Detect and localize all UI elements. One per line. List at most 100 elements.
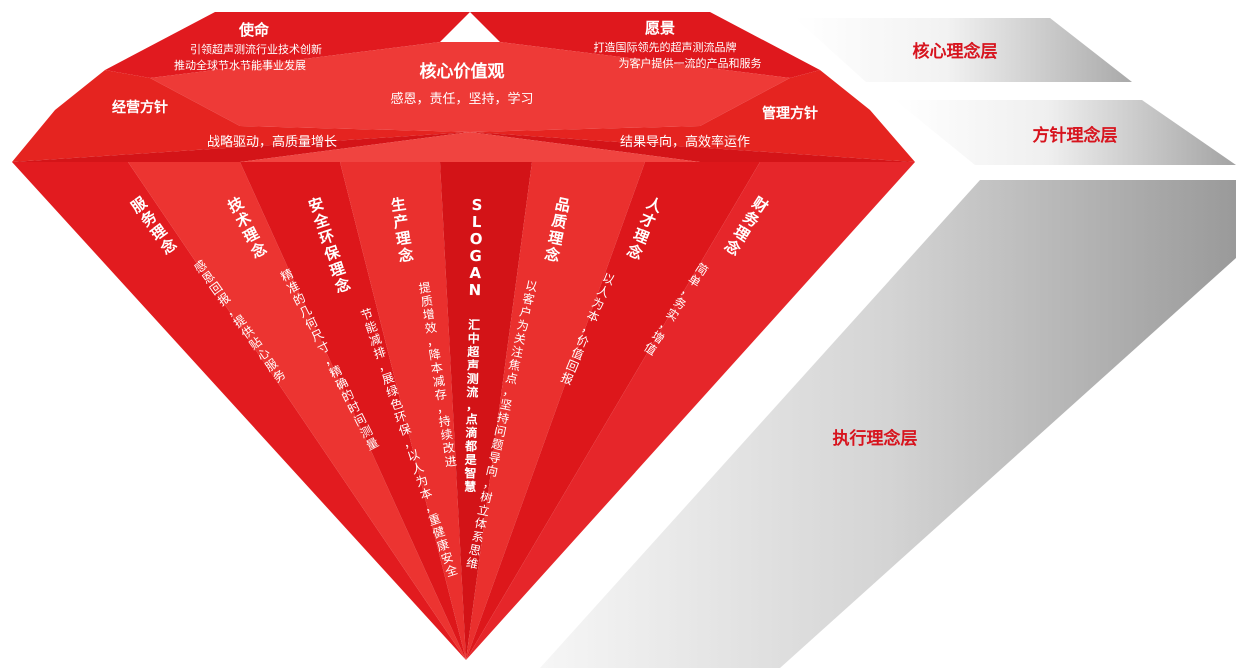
- crown-girdle-left: [12, 132, 470, 162]
- pavilion-text-char: ，: [436, 400, 450, 416]
- pavilion-text-char: 维: [465, 555, 480, 571]
- pavilion-title-char: L: [472, 213, 482, 231]
- pavilion-text-char: 增: [422, 307, 436, 323]
- pavilion-text-char: 寸: [315, 339, 332, 357]
- pavilion-text-char: 点: [504, 371, 519, 387]
- pavilion-sector-1: [12, 162, 466, 660]
- pavilion-text-char: 智: [463, 465, 476, 480]
- pavilion-title-char: 品: [554, 195, 572, 216]
- pavilion-text-char: 尺: [309, 327, 326, 345]
- core-values-text: 感恩，责任，坚持，学习: [390, 91, 533, 107]
- core-layer-label: 核心理念层: [913, 41, 998, 62]
- pavilion-text-char: 减: [432, 374, 446, 390]
- crown-facet-table: [150, 42, 790, 132]
- pavilion-text-char: 为: [590, 295, 606, 313]
- pavilion-title-char: 保: [321, 242, 343, 264]
- pavilion-text-char: 减: [368, 332, 384, 349]
- pavilion-title-char: O: [469, 230, 482, 248]
- pavilion-text-char: 思: [468, 542, 483, 558]
- pavilion-text-char: 保: [397, 421, 413, 438]
- pavilion-text-char: 超: [466, 344, 480, 359]
- pavilion-text-char: 为: [515, 318, 530, 334]
- pavilion-text-char: 改: [442, 440, 456, 456]
- pavilion-text-char: ，: [501, 384, 516, 400]
- pavilion-text-char: 立: [476, 502, 491, 519]
- pavilion-text-char: 测: [358, 423, 375, 441]
- pavilion-text-char: ，: [321, 351, 338, 369]
- pavilion-text-char: 本: [585, 308, 601, 326]
- pavilion-text-char: 本: [418, 486, 434, 503]
- pavilion-text-char: ，: [466, 399, 478, 413]
- pavilion-title-char: 产: [392, 212, 410, 232]
- business-policy-text: 战略驱动，高质量增长: [207, 134, 337, 150]
- pavilion-title-char: 环: [317, 226, 337, 248]
- vision-line-1: 打造国际领先的超声测流品牌: [594, 40, 737, 54]
- core-layer-band: [795, 18, 1132, 82]
- pavilion-title-char: 理: [547, 228, 565, 249]
- pavilion-text-char: 全: [443, 562, 459, 580]
- management-policy-text: 结果导向，高效率运作: [620, 134, 750, 150]
- layer-bands: [540, 18, 1236, 668]
- pavilion-text-char: 准: [285, 279, 302, 297]
- pavilion-text-char: 坚: [499, 397, 514, 413]
- pavilion-title-char: A: [469, 264, 481, 282]
- pavilion-text-char: 本: [430, 360, 444, 376]
- pavilion-text-char: 持: [438, 413, 452, 430]
- pavilion-text-char: 值: [569, 344, 586, 362]
- pavilion-text-char: 都: [464, 438, 477, 453]
- pavilion-title-char: N: [468, 281, 481, 299]
- pavilion-text-char: 能: [363, 319, 379, 336]
- pavilion-text-char: 效: [424, 319, 438, 336]
- pavilion-text-char: 人: [595, 283, 611, 301]
- pavilion-text-char: 问: [493, 423, 508, 439]
- pavilion-text-char: 题: [490, 437, 505, 453]
- crown-facet-vision: [470, 12, 820, 78]
- pavilion-title-char: 念: [623, 241, 645, 264]
- pavilion-text-char: ，: [482, 476, 497, 492]
- pavilion-text-char: 绿: [384, 382, 400, 400]
- pavilion-sector-2: [128, 162, 466, 660]
- pavilion-title-char: 念: [542, 244, 561, 265]
- pavilion-text-char: 降: [428, 347, 442, 363]
- diamond-crown: [12, 12, 915, 162]
- pavilion-title-char: S: [471, 196, 482, 214]
- pavilion-title-char: 理: [240, 224, 262, 247]
- pavilion-text-char: 注: [510, 343, 525, 360]
- pavilion-text-char: 色: [389, 396, 405, 413]
- crown-girdle-mid: [240, 132, 700, 162]
- pavilion-text-char: 中: [468, 330, 480, 345]
- pavilion-text-char: 慧: [464, 479, 476, 494]
- pavilion-text-char: ，: [422, 498, 438, 515]
- pavilion-text-char: 安: [439, 549, 455, 567]
- vision-line-2: 为客户提供一流的产品和服务: [619, 56, 762, 70]
- pavilion-title-char: 念: [396, 245, 415, 265]
- mission-line-2: 推动全球节水节能事业发展: [174, 58, 306, 72]
- pavilion-text-char: 间: [352, 411, 369, 429]
- pavilion-title-char: 才: [637, 210, 658, 232]
- pavilion-title-char: 质: [550, 211, 568, 232]
- policy-layer-band: [895, 100, 1236, 165]
- pavilion-text-char: 滴: [465, 425, 477, 440]
- business-policy-title: 经营方针: [112, 99, 168, 116]
- crown-facet-right: [470, 70, 915, 162]
- pavilion-text-char: 持: [496, 409, 511, 426]
- pavilion-text-char: 回: [564, 358, 580, 376]
- pavilion-text-char: 精: [327, 363, 344, 381]
- pavilion-text-char: 健: [431, 524, 447, 541]
- diamond-pavilion: [12, 162, 915, 660]
- pavilion-text-char: 以: [406, 447, 422, 464]
- pavilion-sector-5: [440, 162, 532, 660]
- execution-layer-label: 执行理念层: [833, 428, 918, 449]
- pavilion-text-char: 进: [444, 454, 458, 470]
- pavilion-text-char: 向: [485, 462, 500, 479]
- pavilion-text-char: 关: [513, 331, 528, 347]
- pavilion-text-char: 环: [393, 409, 409, 426]
- crown-girdle-right: [470, 132, 915, 162]
- pavilion-title-char: 念: [332, 275, 353, 297]
- pavilion-text-char: ，: [580, 320, 596, 338]
- pavilion-title-char: 理: [631, 225, 652, 247]
